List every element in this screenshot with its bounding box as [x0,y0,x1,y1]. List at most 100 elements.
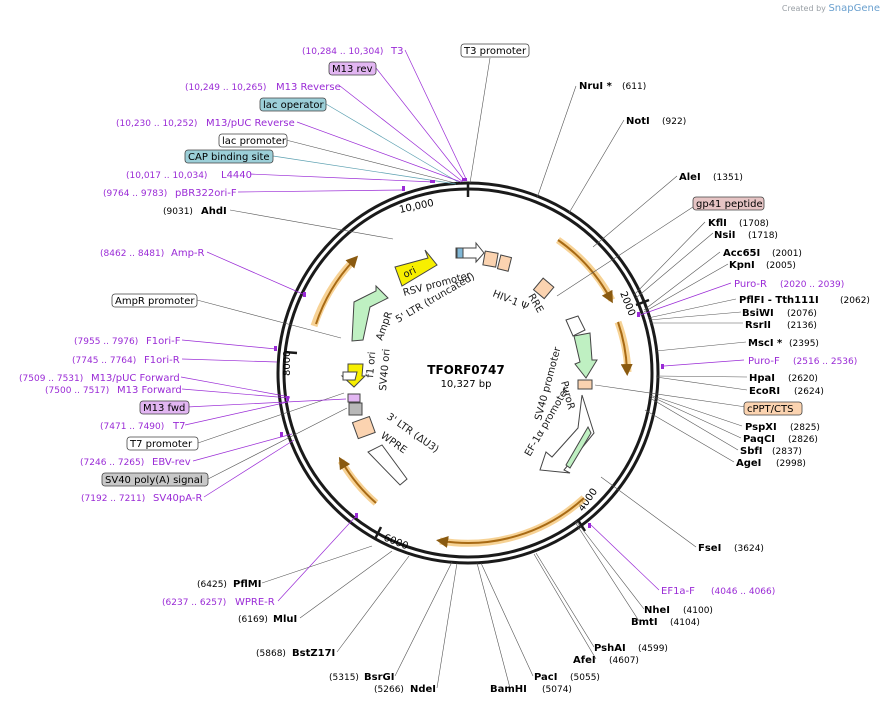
primer-m13puc-reverse: M13/pUC Reverse [206,118,295,129]
feature-ampr-promoter: AmpR promoter [115,296,195,307]
ef1a-green-segment [565,425,592,469]
wpre-block [367,444,408,486]
primer-m13puc-forward-pos: (7509 .. 7531) [19,374,83,384]
primer-ef1a-f: EF1a-F [661,586,695,597]
inner-features [340,241,598,486]
ori-label: ori [402,265,418,280]
enzyme-ndei: NdeI [410,684,436,695]
primer-ebv-rev: EBV-rev [152,457,191,468]
enzyme-paqci: PaqCI [743,434,775,445]
enzyme-pshai-pos: (4599) [638,644,668,654]
hiv-psi-label: HIV-1 Ψ [491,289,530,313]
primer-m13-reverse-pos: (10,249 .. 10,265) [185,83,266,93]
enzyme-msci-pos: (2395) [789,339,819,349]
enzyme-bmti: BmtI [631,617,658,628]
gold-arc-halos [310,237,632,547]
enzyme-afei: AfeI [573,655,596,666]
plasmid-name: TFORF0747 [427,363,504,377]
enzyme-pshai: PshAI [594,643,626,654]
ampr-arrow [351,284,389,342]
enzyme-noti-pos: (922) [662,117,686,127]
enzyme-acc65i-pos: (2001) [772,249,802,259]
enzyme-bsiwi: BsiWI [742,308,774,319]
enzyme-msci: MscI * [748,338,783,349]
blue-connectors [272,103,459,185]
enzyme-bsrgi-pos: (5315) [329,673,359,683]
sv40-promoter-small [565,315,586,337]
enzyme-nhei: NheI [644,605,670,616]
ltr3-block [351,415,376,440]
enzyme-pflmi-pos: (6425) [197,580,227,590]
primer-amp-r: Amp-R [171,248,205,259]
enzyme-kfli: KflI [708,218,727,229]
primer-amp-r-pos: (8462 .. 8481) [100,249,164,259]
primer-labels: (10,284 .. 10,304) T3 (10,249 .. 10,265)… [19,46,857,608]
enzyme-alei-pos: (1351) [713,173,743,183]
plasmid-size: 10,327 bp [441,379,492,390]
enzyme-paci-pos: (5055) [570,673,600,683]
primer-f1ori-f-pos: (7955 .. 7976) [74,337,138,347]
primer-t3: T3 [390,46,403,57]
enzyme-paci: PacI [534,672,557,683]
feature-m13-rev: M13 rev [332,64,373,75]
f1-ori-label: f1 ori [365,351,378,378]
primer-puro-r-pos: (2020 .. 2039) [780,280,844,290]
tick-marks [283,183,650,540]
primer-pbr322ori-f-pos: (9764 .. 9783) [103,189,167,199]
primer-connectors [180,49,745,602]
enzyme-ahdi: AhdI [201,206,227,217]
primer-t7-pos: (7471 .. 7490) [100,422,164,432]
enzyme-nhei-pos: (4100) [683,606,713,616]
primer-puro-f-pos: (2516 .. 2536) [793,357,857,367]
enzyme-hpai: HpaI [749,373,775,384]
enzyme-bstz17i-pos: (5868) [256,649,286,659]
enzyme-fsei-pos: (3624) [734,544,764,554]
enzyme-ecori: EcoRI [749,386,780,397]
feature-m13-fwd: M13 fwd [143,403,185,414]
enzyme-hpai-pos: (2620) [788,374,818,384]
primer-m13puc-forward: M13/pUC Forward [91,373,180,384]
hiv-psi-block-1 [482,250,499,268]
enzyme-connectors [196,57,748,689]
enzyme-agei: AgeI [736,458,761,469]
primer-wpre-r: WPRE-R [235,597,275,608]
feature-arc-5 [315,255,359,325]
feature-arc-2 [617,321,633,376]
enzyme-kpni-pos: (2005) [766,261,796,271]
gold-arc-features [315,239,633,548]
sv40-ori-label: SV40 ori [378,348,393,391]
primer-m13-reverse: M13 Reverse [276,82,341,93]
enzyme-mlui: MluI [273,614,297,625]
enzyme-pflfi-tth111i: PflFI - Tth111I [739,295,819,306]
feature-arc-1 [557,239,613,304]
primer-marks [274,178,664,528]
enzyme-bsrgi: BsrGI [364,672,394,683]
ampr-label: AmpR [374,310,395,342]
enzyme-noti: NotI [626,116,650,127]
feature-cap-binding-site: CAP binding site [188,152,270,163]
primer-t7: T7 [172,421,185,432]
ori-arrow [394,249,438,287]
enzyme-ecori-pos: (2624) [794,387,824,397]
primer-m13-forward-pos: (7500 .. 7517) [45,386,109,396]
enzyme-rsrii: RsrII [745,320,771,331]
enzyme-bamhi-pos: (5074) [542,685,572,695]
enzyme-fsei: FseI [698,543,721,554]
m13-fwd-block [347,393,361,403]
enzyme-nsii: NsiI [714,230,735,241]
feature-arc-3 [436,497,585,548]
primer-ef1a-f-pos: (4046 .. 4066) [711,587,775,597]
f1-ori-small [342,371,358,381]
primer-puro-f: Puro-F [748,356,780,367]
enzyme-alei: AleI [679,172,701,183]
tick-label-8000: 8000 [282,351,293,376]
feature-lac-promoter: lac promoter [222,136,287,147]
enzyme-rsrii-pos: (2136) [787,321,817,331]
boxed-feature-labels: T3 promoter M13 rev lac operator lac pro… [101,43,803,487]
enzyme-nrui: NruI * [579,81,613,92]
enzyme-bstz17i: BstZ17I [292,648,335,659]
ltr-block [456,247,464,259]
feature-t7-promoter: T7 promoter [129,439,193,450]
primer-l4440: L4440 [221,170,252,181]
